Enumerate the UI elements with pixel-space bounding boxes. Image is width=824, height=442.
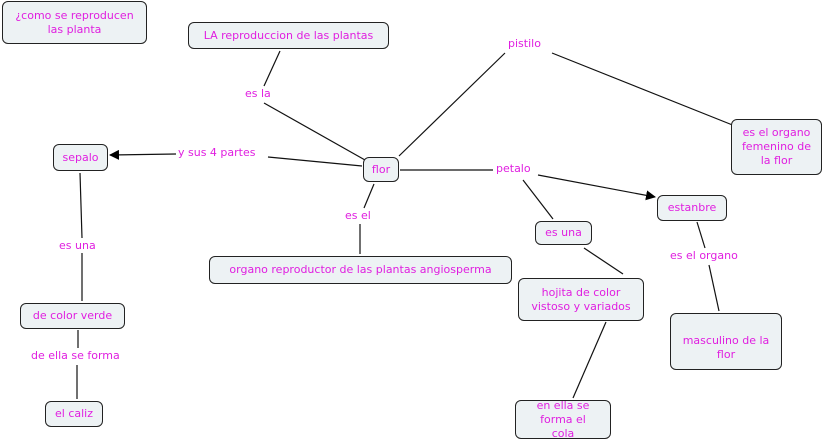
link-es-una[interactable]: es una	[57, 239, 98, 253]
concept-reproduction[interactable]: LA reproduccion de las plantas	[188, 22, 389, 49]
line	[263, 102, 366, 161]
line	[551, 52, 736, 127]
concept-masculino[interactable]: masculino de la flor	[670, 313, 782, 370]
line	[522, 179, 554, 220]
link-es-el-organo[interactable]: es el organo	[668, 249, 740, 263]
line	[696, 221, 706, 249]
link-es-la[interactable]: es la	[243, 87, 273, 101]
link-pistilo[interactable]: pistilo	[506, 37, 543, 51]
concept-es-una[interactable]: es una	[535, 221, 592, 245]
line	[267, 156, 363, 167]
concept-sepalo[interactable]: sepalo	[53, 144, 108, 171]
concept-en-ella[interactable]: en ella se forma el cola	[515, 399, 611, 440]
line	[572, 321, 607, 399]
concept-hojita[interactable]: hojita de color vistoso y variados	[518, 278, 644, 321]
concept-femenino[interactable]: es el organo femenino de la flor	[731, 119, 822, 175]
line	[263, 50, 281, 87]
line	[708, 264, 720, 312]
line	[79, 172, 83, 239]
concept-organo[interactable]: organo reproductor de las plantas angios…	[209, 256, 512, 284]
concept-estanbre[interactable]: estanbre	[657, 195, 727, 221]
link-de-ella-se-forma[interactable]: de ella se forma	[29, 349, 122, 363]
link-y-sus-4-partes[interactable]: y sus 4 partes	[176, 146, 258, 160]
link-es-el[interactable]: es el	[343, 209, 373, 223]
arrow-line	[109, 149, 177, 160]
concept-caliz[interactable]: el caliz	[45, 401, 103, 427]
link-petalo[interactable]: petalo	[494, 162, 533, 176]
concept-color-verde[interactable]: de color verde	[20, 303, 125, 329]
arrow-line	[537, 174, 656, 201]
concept-question[interactable]: ¿como se reproducen las planta	[2, 1, 147, 44]
line	[363, 183, 375, 209]
concept-flor[interactable]: flor	[363, 157, 399, 182]
line	[583, 247, 624, 275]
line	[398, 52, 506, 157]
